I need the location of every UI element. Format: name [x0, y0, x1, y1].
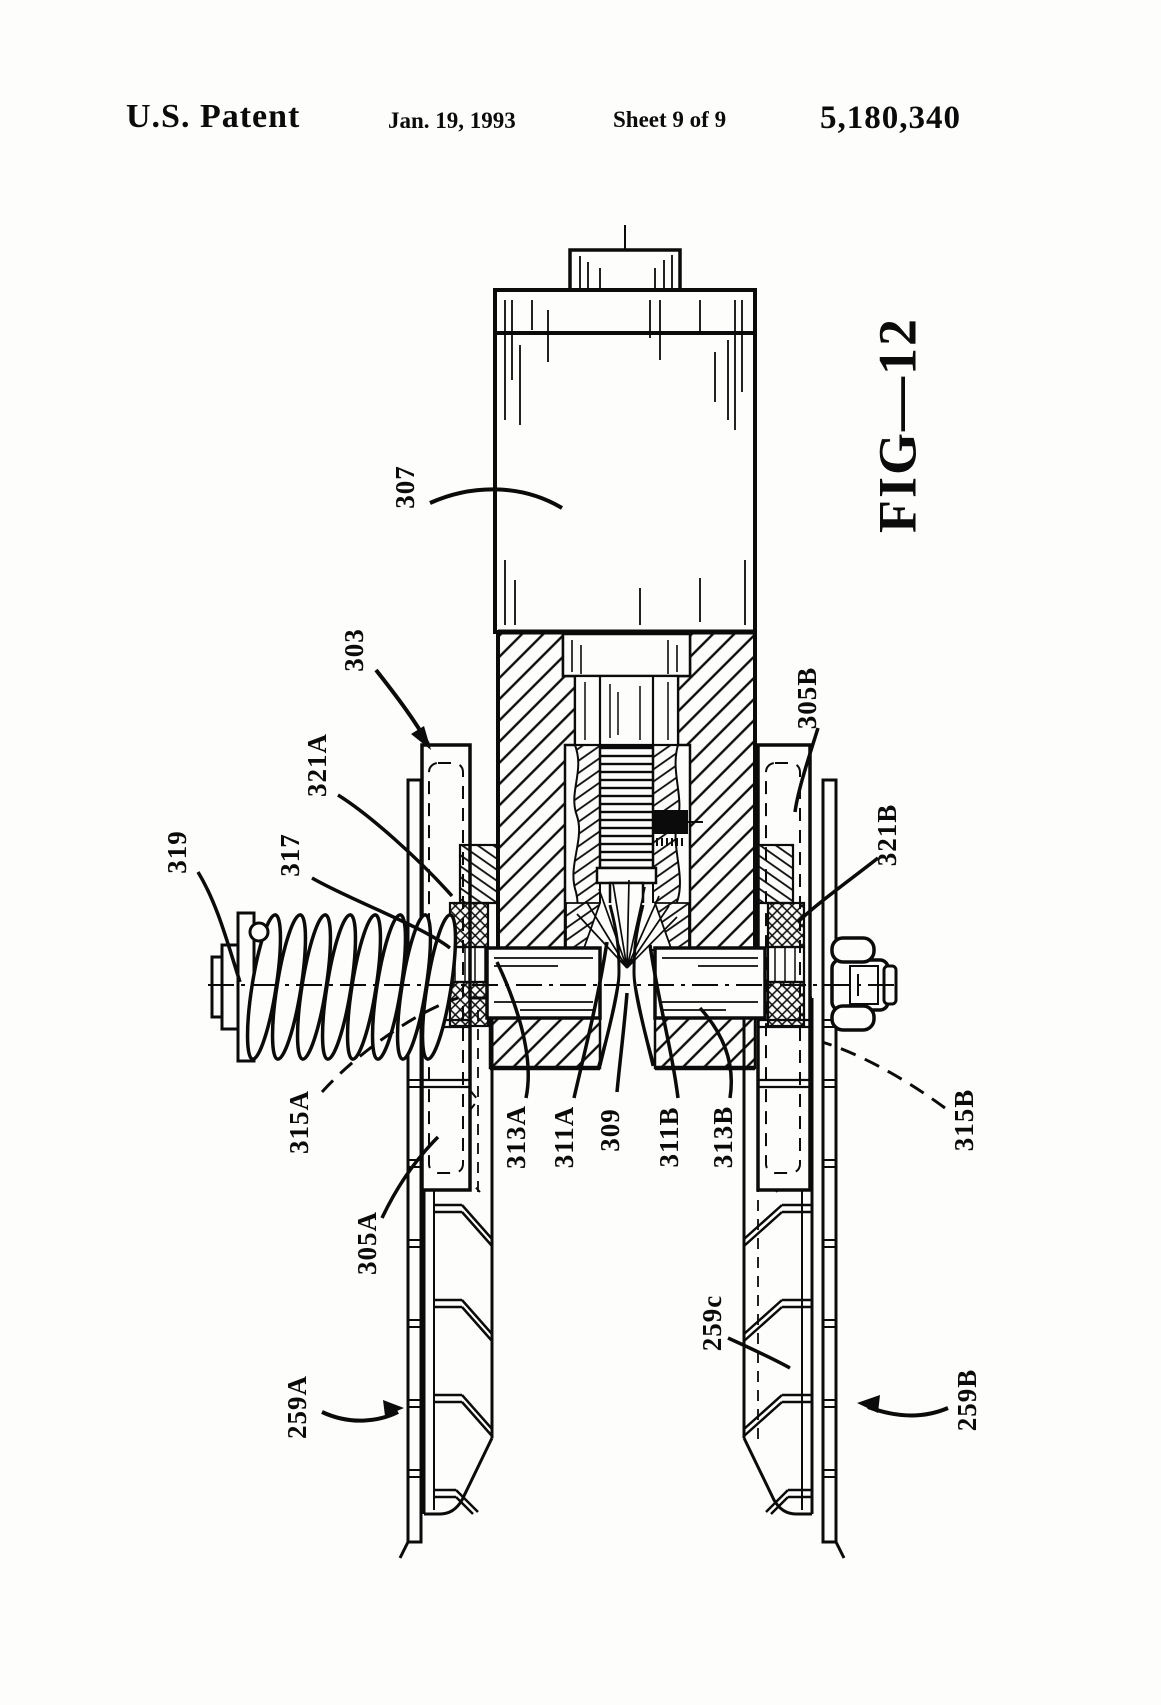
shaft-313B: [653, 946, 767, 1020]
patent-header-sheet: Sheet 9 of 9: [613, 107, 727, 132]
ref-label-319: 319: [162, 830, 192, 874]
spray-funnel-309: [565, 879, 690, 1067]
ref-label-259c: 259c: [697, 1295, 727, 1351]
ref-label-309: 309: [595, 1108, 625, 1152]
ref-label-303: 303: [339, 628, 369, 672]
cylinder-307: [493, 288, 757, 634]
ref-label-259B: 259B: [952, 1369, 982, 1432]
ref-label-259A: 259A: [282, 1375, 312, 1439]
ref-label-313A: 313A: [501, 1105, 531, 1169]
ref-label-321A: 321A: [302, 733, 332, 797]
ref-label-317: 317: [275, 833, 305, 877]
ref-label-307: 307: [390, 465, 420, 509]
leader-lines: [196, 487, 949, 1423]
ref-label-321B: 321B: [872, 804, 902, 867]
right-washer-stack: [766, 901, 806, 1028]
figure-number-label: FIG—12: [867, 317, 927, 533]
actuator-stub: [568, 248, 682, 294]
ref-label-305B: 305B: [792, 667, 822, 730]
patent-header-title: U.S. Patent: [126, 98, 301, 135]
ref-label-315B: 315B: [949, 1089, 979, 1152]
patent-header-date: Jan. 19, 1993: [388, 108, 516, 133]
wedge-321B: [753, 843, 795, 905]
ref-label-311A: 311A: [549, 1106, 579, 1169]
wedge-321A: [458, 843, 500, 905]
ref-label-313B: 313B: [708, 1106, 738, 1169]
shaft-313A: [485, 946, 602, 1020]
bolt-threads: [595, 744, 658, 909]
ref-label-305A: 305A: [352, 1211, 382, 1275]
patent-header-number: 5,180,340: [820, 100, 961, 136]
left-washer-stack: [448, 901, 490, 1028]
ref-label-315A: 315A: [284, 1090, 314, 1154]
ref-label-311B: 311B: [654, 1106, 684, 1167]
